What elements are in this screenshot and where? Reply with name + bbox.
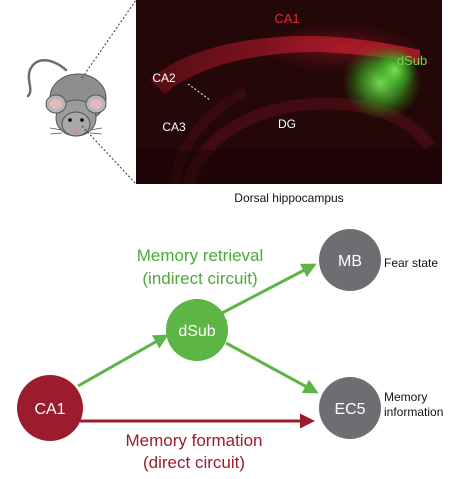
ca3-region-label: CA3	[162, 120, 186, 134]
ca2-boundary	[187, 83, 211, 101]
dsub-node-label: dSub	[178, 323, 215, 340]
ec5-node	[319, 377, 381, 439]
ec5-node-label: EC5	[334, 401, 365, 418]
zoom-line-top	[81, 0, 137, 79]
indirect-circuit-title: Memory retrieval	[137, 246, 264, 265]
indirect-circuit-subtitle: (indirect circuit)	[142, 269, 257, 288]
mb-node-label: MB	[338, 253, 362, 270]
dsub-to-ec5-arrow	[225, 341, 319, 394]
dg-region-label: DG	[278, 117, 296, 131]
dsub-to-mb-arrow	[221, 263, 317, 315]
mouse-illustration	[26, 59, 107, 137]
fear-state-label: Fear state	[384, 256, 438, 270]
memory-info-label-line2: information	[384, 405, 443, 419]
ca2-region-label: CA2	[152, 71, 176, 85]
ca1-node	[17, 375, 83, 441]
direct-circuit-subtitle: (direct circuit)	[143, 453, 245, 472]
hippocampus-micrograph: CA1 dSub CA2 CA3 DG	[136, 0, 442, 184]
dsub-region-label: dSub	[397, 53, 427, 68]
memory-info-label-line1: Memory	[384, 390, 427, 404]
ca1-region-label: CA1	[274, 11, 299, 26]
dsub-node	[166, 299, 228, 361]
micrograph-caption: Dorsal hippocampus	[234, 191, 343, 205]
direct-circuit-title: Memory formation	[126, 431, 263, 450]
ca1-to-dsub-arrow	[77, 334, 169, 388]
zoom-line-bottom	[81, 125, 137, 185]
mb-node	[319, 229, 381, 291]
ca1-node-label: CA1	[34, 401, 65, 418]
